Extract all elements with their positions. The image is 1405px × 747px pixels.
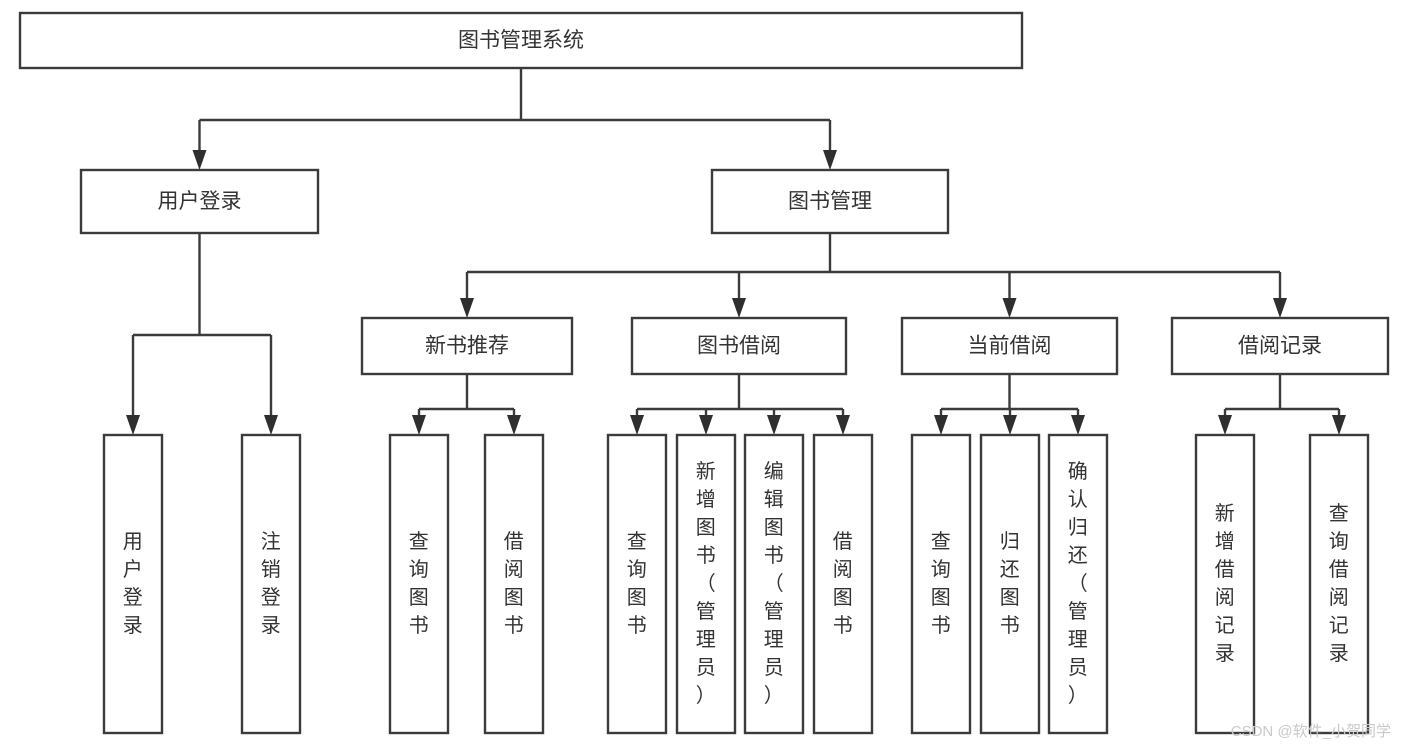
node-root-system[interactable]: 图书管理系统 [18,11,1024,70]
node-box-leaf-add-book[interactable] [675,433,737,735]
node-box-borrow-record[interactable] [1170,316,1390,376]
node-leaf-leaf-borrow-book-2[interactable]: 借阅图书 [812,433,874,735]
node-box-book-borrow[interactable] [630,316,848,376]
node-label-leaf-query-book-1: 查询图书 [409,530,430,637]
node-label-book-manage: 图书管理 [788,190,872,213]
node-label-root: 图书管理系统 [458,29,584,52]
connector-layer [126,68,1346,435]
node-box-leaf-logout[interactable] [240,433,302,735]
node-box-leaf-query-book-3[interactable] [910,433,972,735]
node-label-leaf-borrow-book-1: 借阅图书 [504,530,525,637]
node-label-current-borrow: 当前借阅 [968,335,1052,358]
node-leaf-leaf-query-record[interactable]: 查询借阅记录 [1308,433,1370,735]
node-box-book-manage[interactable] [710,168,950,235]
node-level2-user-login[interactable]: 用户登录 [79,168,320,235]
node-level3-borrow-record[interactable]: 借阅记录 [1170,316,1390,376]
node-label-leaf-edit-book: 编辑图书（管理员） [764,460,785,707]
node-leaf-leaf-confirm-return[interactable]: 确认归还（管理员） [1047,433,1109,735]
node-box-leaf-borrow-book-2[interactable] [812,433,874,735]
node-leaf-leaf-borrow-book-1[interactable]: 借阅图书 [483,433,545,735]
node-label-leaf-query-book-2: 查询图书 [627,530,648,637]
node-label-leaf-logout: 注销登录 [261,530,282,637]
node-box-leaf-edit-book[interactable] [743,433,805,735]
node-box-new-book-recommend[interactable] [360,316,574,376]
node-leaf-leaf-return-book[interactable]: 归还图书 [979,433,1041,735]
connector-book-borrow-to-leaves [630,374,850,435]
node-box-leaf-user-login[interactable] [102,433,164,735]
node-box-leaf-query-book-2[interactable] [606,433,668,735]
node-box-current-borrow[interactable] [900,316,1119,376]
node-label-leaf-borrow-book-2: 借阅图书 [833,530,854,637]
node-box-leaf-return-book[interactable] [979,433,1041,735]
node-label-leaf-query-book-3: 查询图书 [931,530,952,637]
node-label-leaf-add-record: 新增借阅记录 [1215,502,1236,665]
node-leaf-leaf-logout[interactable]: 注销登录 [240,433,302,735]
node-leaf-leaf-edit-book[interactable]: 编辑图书（管理员） [743,433,805,735]
node-box-root[interactable] [18,11,1024,70]
connector-root-to-level2 [192,68,837,170]
node-leaf-leaf-query-book-3[interactable]: 查询图书 [910,433,972,735]
node-label-leaf-user-login: 用户登录 [123,531,144,637]
node-label-leaf-return-book: 归还图书 [1000,530,1021,637]
node-level3-current-borrow[interactable]: 当前借阅 [900,316,1119,376]
csdn-watermark: CSDN @软件_小贺同学 [1230,723,1391,740]
connector-new-book-recommend-to-leaves [412,374,521,435]
node-box-leaf-borrow-book-1[interactable] [483,433,545,735]
node-box-leaf-query-record[interactable] [1308,433,1370,735]
node-label-leaf-add-book: 新增图书（管理员） [696,460,717,707]
node-leaf-leaf-add-record[interactable]: 新增借阅记录 [1194,433,1256,735]
node-level3-book-borrow[interactable]: 图书借阅 [630,316,848,376]
node-label-borrow-record: 借阅记录 [1238,335,1322,358]
node-level3-new-book-recommend[interactable]: 新书推荐 [360,316,574,376]
node-leaf-leaf-add-book[interactable]: 新增图书（管理员） [675,433,737,735]
connector-user-login-to-leaves [126,233,278,435]
node-label-leaf-confirm-return: 确认归还（管理员） [1068,460,1089,707]
node-label-leaf-query-record: 查询借阅记录 [1329,502,1350,665]
node-box-user-login[interactable] [79,168,320,235]
node-leaf-leaf-query-book-2[interactable]: 查询图书 [606,433,668,735]
node-label-new-book-recommend: 新书推荐 [425,335,509,358]
node-label-book-borrow: 图书借阅 [697,335,781,358]
node-label-user-login: 用户登录 [158,190,242,213]
node-leaf-leaf-user-login[interactable]: 用户登录 [102,433,164,735]
node-box-leaf-query-book-1[interactable] [388,433,450,735]
connector-bookmanage-to-level3 [460,233,1287,318]
connector-current-borrow-to-leaves [934,374,1085,435]
node-box-leaf-add-record[interactable] [1194,433,1256,735]
node-leaf-leaf-query-book-1[interactable]: 查询图书 [388,433,450,735]
node-level2-book-manage[interactable]: 图书管理 [710,168,950,235]
node-box-leaf-confirm-return[interactable] [1047,433,1109,735]
connector-borrow-record-to-leaves [1218,374,1346,435]
node-layer: 图书管理系统用户登录图书管理新书推荐图书借阅当前借阅借阅记录用户登录注销登录查询… [18,11,1390,735]
